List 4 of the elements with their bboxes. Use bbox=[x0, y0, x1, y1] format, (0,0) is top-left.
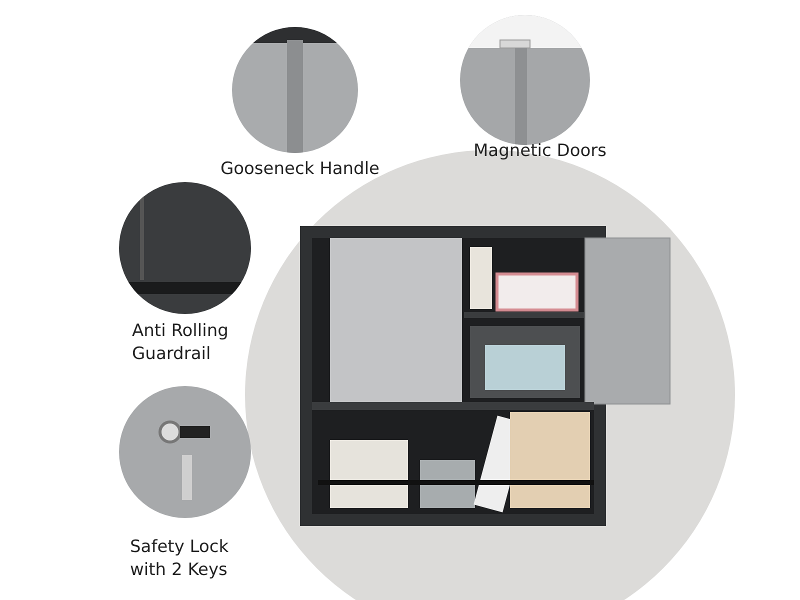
feature-label: Gooseneck Handle bbox=[219, 158, 381, 181]
feature-label: Anti Rolling Guardrail bbox=[132, 320, 230, 366]
feature-label: Magnetic Doors bbox=[472, 140, 608, 163]
feature-label: Safety Lock with 2 Keys bbox=[130, 536, 230, 582]
